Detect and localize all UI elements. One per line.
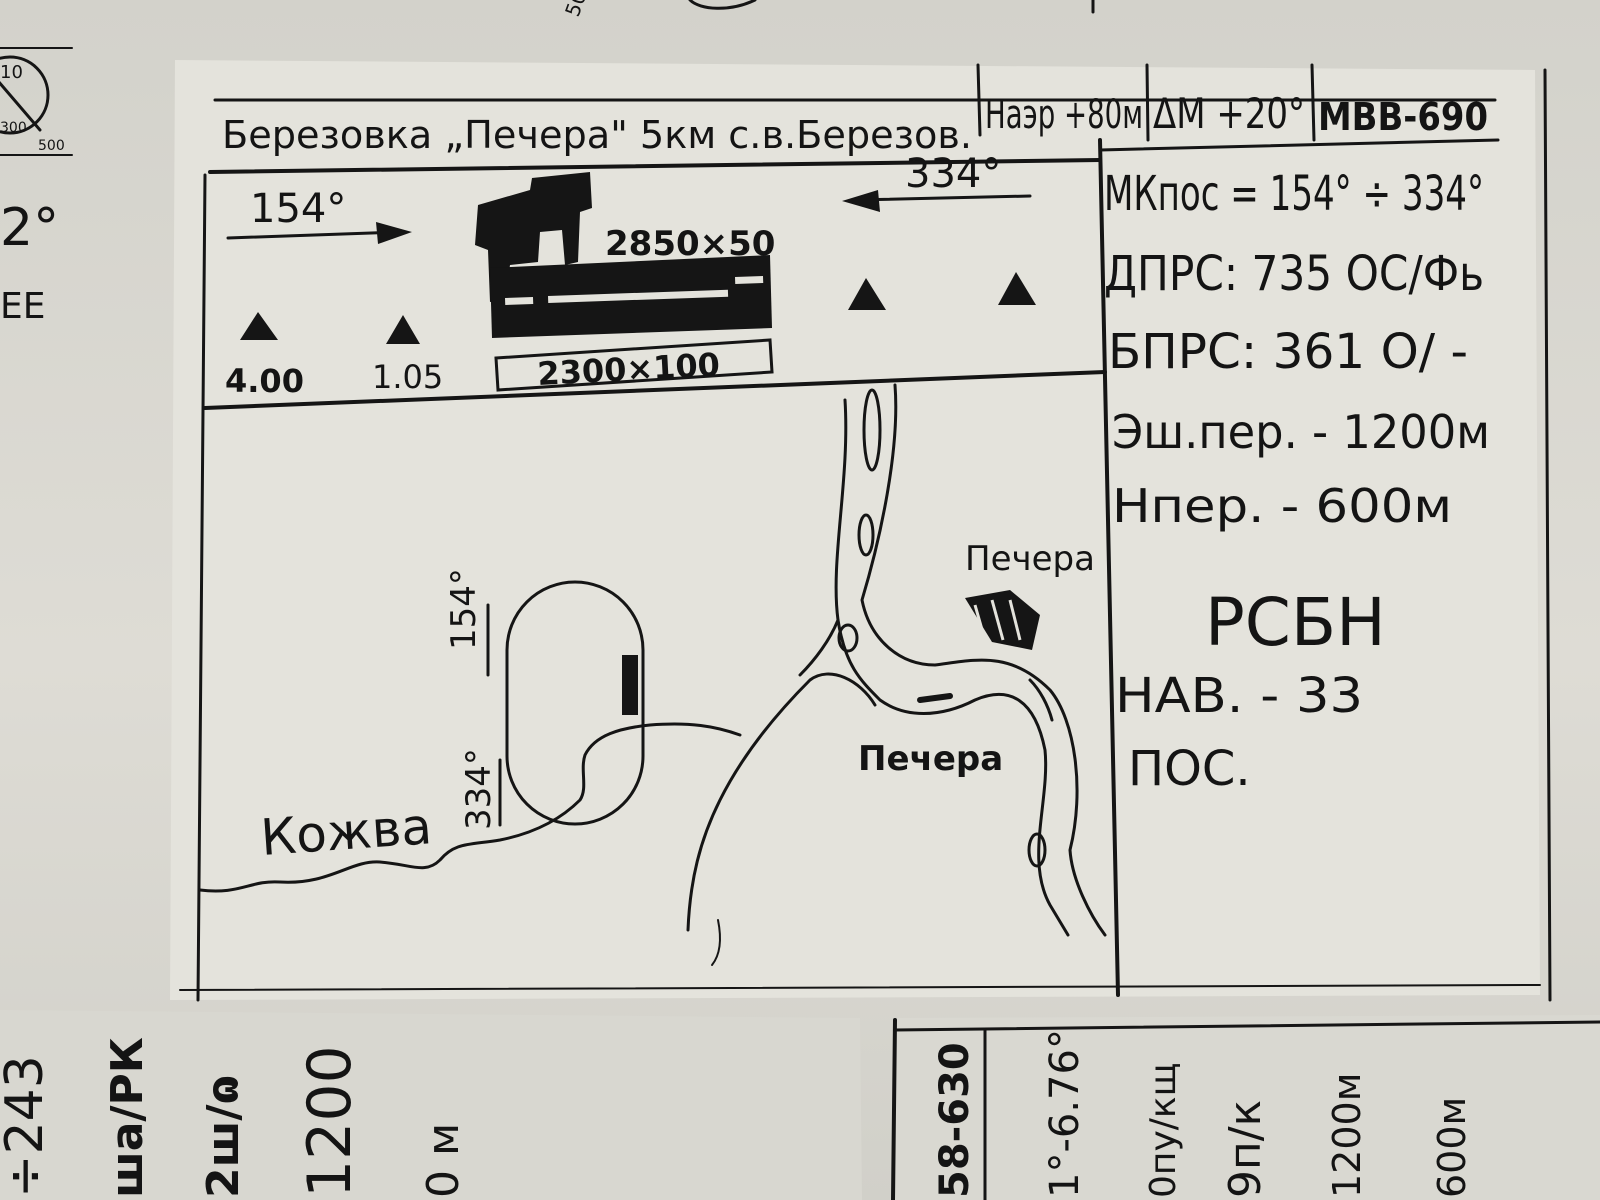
course-right-label: 334°: [905, 151, 1001, 197]
elevation-text: Наэр +80м: [985, 92, 1143, 138]
info-panel: МКпос = 154° ÷ 334° ДПРС: 735 ОС/Фь БПРС…: [1104, 166, 1490, 797]
header: Березовка „Печера" 5км с.в.Березов. Наэр…: [222, 89, 1488, 157]
right-card-edge: [1543, 68, 1552, 1002]
town-hatch-2: [990, 599, 1005, 641]
mvv-text: МВВ-690: [1318, 95, 1488, 139]
runway-mark-2: [548, 289, 729, 303]
info-top-line: [1098, 138, 1500, 152]
bottom-fragment-7: 1°-6.76°: [1042, 1029, 1088, 1198]
compass-label-bottom: 500: [38, 138, 65, 154]
runway-diagram: 154° 334° 2850×50 2300×100 4.00 1.05: [225, 151, 1036, 400]
runway-dimension-box: [494, 338, 774, 392]
river-island-south: [1027, 832, 1047, 868]
pattern-runway-symbol: [622, 655, 638, 715]
marker-right-inner: [848, 278, 886, 310]
runway-mark-1: [505, 297, 534, 305]
marker-right-outer: [998, 272, 1036, 305]
bottom-right-card: [893, 1015, 1600, 1200]
pechora-river-bank-east: [860, 383, 1107, 937]
frame-left-line: [196, 173, 207, 1002]
diagram-bottom-line: [203, 370, 1107, 410]
left-text-fragment: ЕЕ: [0, 286, 46, 327]
river-ferry: [917, 693, 953, 703]
marker-outer: [240, 312, 278, 340]
info-transition-altitude: Нпер. - 600м: [1112, 479, 1452, 533]
course-left-label: 154°: [250, 186, 346, 232]
approach-pattern-loop: [505, 580, 645, 826]
bottom-left-card: [0, 1010, 862, 1200]
info-landing-course: МКпос = 154° ÷ 334°: [1104, 166, 1484, 222]
pechora-town-block: [965, 590, 1040, 650]
bottom-right-card-edge: [891, 1018, 897, 1200]
pechora-river-label: Печера: [858, 739, 1003, 779]
course-left-arrow: [226, 230, 402, 240]
pattern-course-up-label: 154°: [444, 568, 484, 650]
road-spur: [711, 919, 721, 966]
info-near-ndb: БПРС: 361 О/ -: [1108, 324, 1468, 380]
approach-map: 154° 334° Печера Печера Кожва: [198, 383, 1107, 966]
info-rsbn-heading: РСБН: [1205, 584, 1386, 661]
marker-distance-outer: 4.00: [225, 362, 304, 400]
bottom-fragment-1: ÷243: [0, 1055, 55, 1198]
kozhva-river: [198, 722, 742, 893]
compass-needle: [0, 81, 42, 132]
bottom-right-top-line: [893, 1020, 1600, 1032]
strip-dimensions-label: 2850×50: [605, 224, 775, 264]
header-divider-1: [976, 63, 982, 137]
marker-distance-inner: 1.05: [372, 358, 443, 396]
pechora-town-label: Печера: [965, 539, 1095, 579]
compass-label-left: 300: [0, 120, 27, 136]
top-center-fragment: 50: [560, 0, 591, 20]
header-divider-3: [1310, 63, 1316, 142]
airfield-title: Березовка „Печера" 5км с.в.Березов.: [222, 113, 972, 157]
river-island-north: [862, 388, 882, 472]
town-hatch-3: [1008, 599, 1022, 641]
kozhva-label: Кожва: [259, 797, 434, 867]
bottom-fragment-6: 58-630: [932, 1042, 978, 1198]
pechora-river-bank-west: [834, 398, 1070, 937]
pattern-course-down-label: 334°: [459, 748, 499, 830]
frame-bottom-line: [179, 984, 1541, 991]
bottom-fragment-11: 600м: [1430, 1097, 1474, 1198]
info-far-ndb: ДПРС: 735 ОС/Фь: [1104, 246, 1484, 302]
bottom-fragment-10: 1200м: [1325, 1073, 1369, 1198]
info-landing-channel: ПОС.: [1128, 741, 1251, 797]
bottom-fragment-9: 9п/к: [1220, 1100, 1271, 1198]
left-degree-fragment: 2°: [0, 198, 59, 258]
course-left-arrowhead: [376, 222, 412, 244]
bottom-fragment-3: 2ш/ɷ: [198, 1075, 249, 1198]
access-road: [686, 672, 877, 932]
info-nav-channel: НАВ. - 33: [1115, 668, 1363, 724]
bottom-fragment-4: 1200: [295, 1045, 365, 1198]
chart-frame: [179, 63, 1541, 1002]
magnetic-delta-text: ΔМ +20°: [1153, 89, 1305, 138]
runway-mark-3: [735, 276, 764, 284]
bottom-fragment-2: ша/РК: [102, 1037, 153, 1198]
marker-inner: [386, 315, 420, 344]
river-island-fork: [837, 623, 859, 653]
top-circle-fragment: [688, 0, 757, 10]
river-channel-branch: [798, 618, 840, 677]
compass-label-top: 10: [0, 62, 23, 83]
top-left-compass-circle: [0, 55, 50, 135]
bottom-fragment-8: 0пу/кщ: [1143, 1062, 1184, 1198]
bottom-fragment-5: 0 м: [418, 1123, 469, 1198]
frame-divider-line: [1098, 138, 1120, 997]
river-shoal: [1028, 678, 1054, 722]
info-transition-level: Эш.пер. - 1200м: [1112, 405, 1490, 459]
header-divider-2: [1145, 63, 1150, 142]
course-right-arrowhead: [842, 190, 880, 212]
river-island-mid: [857, 513, 875, 557]
course-right-arrow: [853, 194, 1032, 202]
town-hatch-1: [973, 604, 987, 641]
title-underline: [208, 158, 1102, 174]
